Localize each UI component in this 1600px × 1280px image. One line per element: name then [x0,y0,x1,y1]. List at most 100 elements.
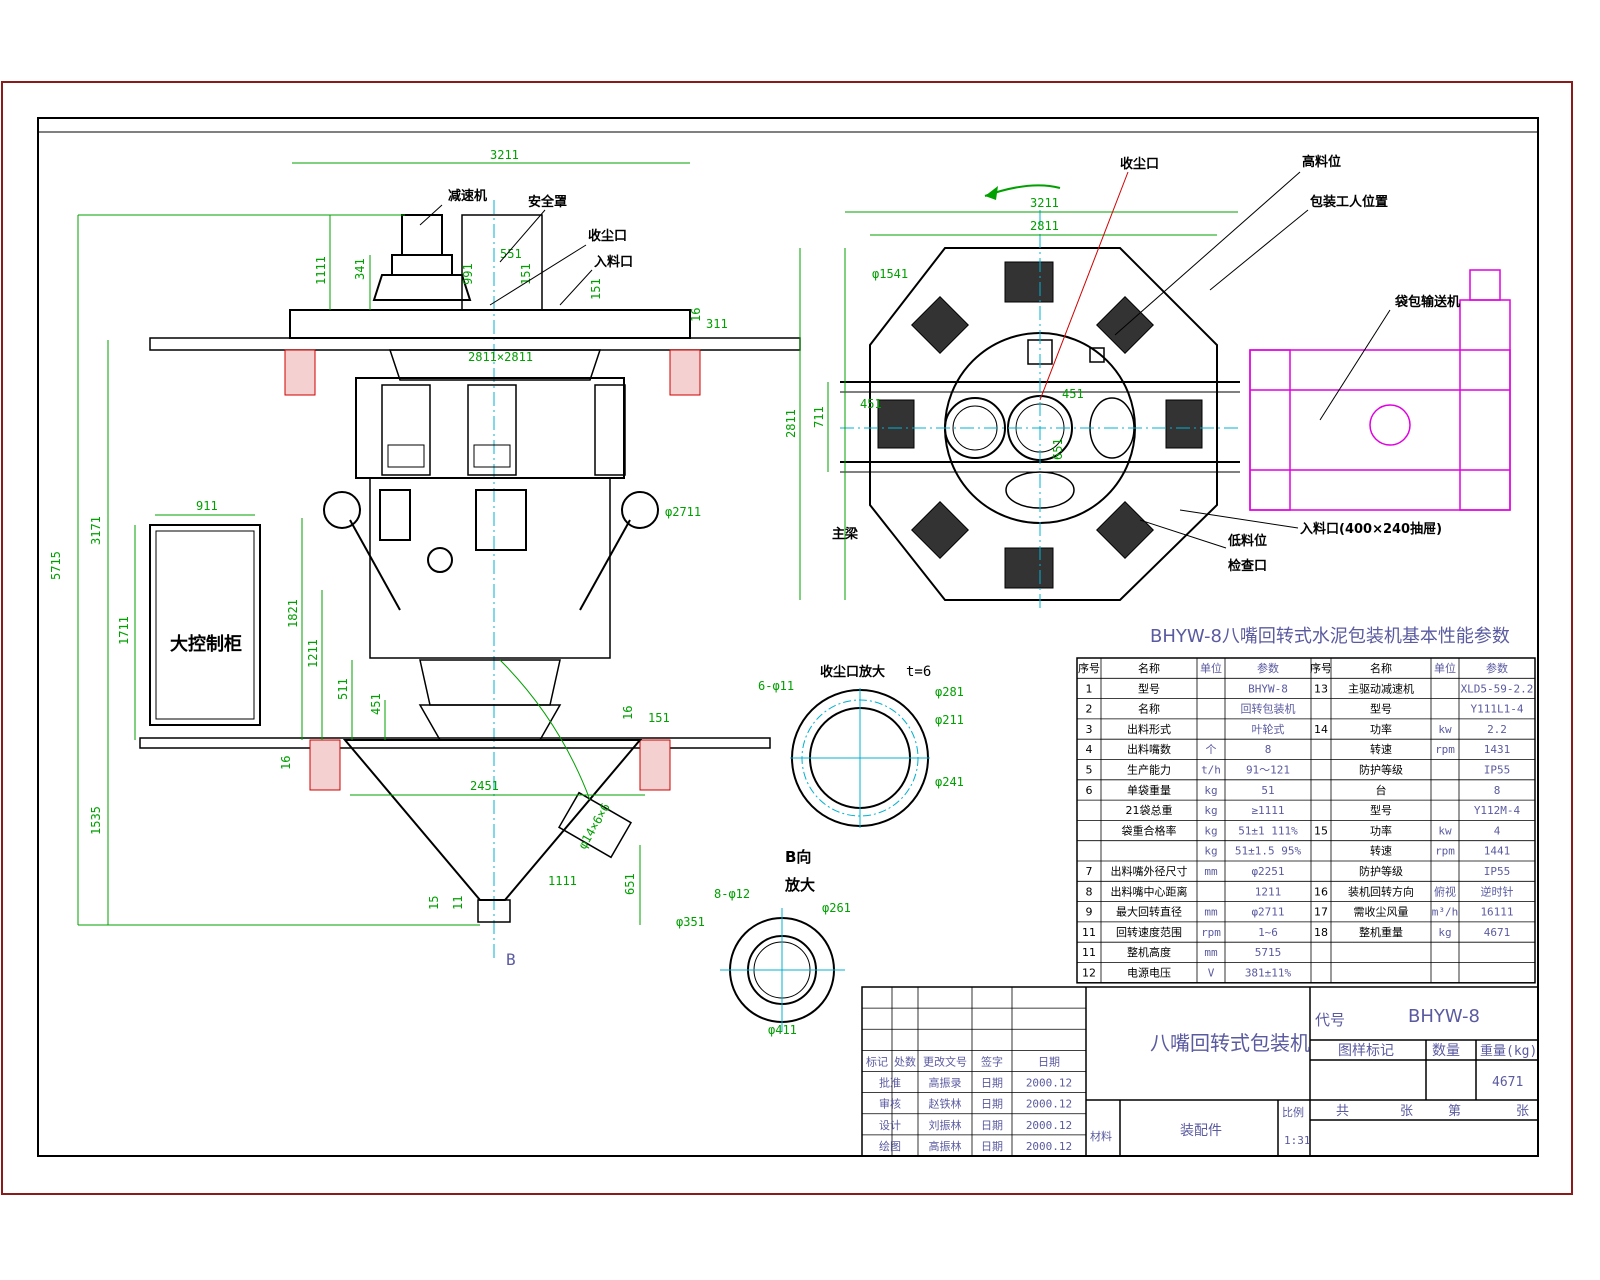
dust-detail-d2: φ211 [935,713,964,727]
spec-cell: φ2711 [1251,906,1284,919]
spec-cell: 16 [1314,885,1328,898]
dim-hopper-h2: 651 [623,873,637,895]
spec-cell: kg [1438,926,1451,939]
tb-right-head-0: 图样标记 [1338,1043,1394,1059]
spec-cell: 51 [1261,784,1274,797]
label-control-cabinet: 大控制柜 [170,633,242,655]
spec-cell: 叶轮式 [1252,722,1285,736]
spec-cell: kg [1204,784,1217,797]
top-dim-d1: φ1541 [872,267,908,281]
spec-cell: 4671 [1484,926,1511,939]
spec-cell: 名称 [1138,702,1160,716]
dim-h12: 451 [369,693,383,715]
tb-row-cell: 2000.12 [1026,1140,1072,1153]
top-label-low-level: 低料位 [1227,533,1267,549]
dim-h2: 341 [353,258,367,280]
tb-col-head: 日期 [1038,1055,1060,1068]
spec-cell: ≥1111 [1251,804,1284,817]
dim-h4: 551 [500,247,522,261]
spec-cell: t/h [1201,764,1221,777]
spec-cell: 15 [1314,824,1328,837]
spec-cell: 51±1 111% [1238,824,1298,837]
spec-cell: kw [1438,723,1452,736]
spec-cell: 逆时针 [1481,884,1514,898]
tb-row-cell: 批准 [879,1076,901,1090]
top-dim-texts: 3211 2811 φ1541 2811 711 451 451 651 [784,196,1084,460]
tb-col-head: 标记 [866,1054,888,1068]
dust-detail-holes: 6-φ11 [758,679,794,693]
label-safety-cover: 安全罩 [528,194,567,210]
spec-cell: rpm [1435,845,1455,858]
spec-cell: rpm [1435,743,1455,756]
spec-cell: 17 [1314,906,1328,919]
dim-upper-height: 3171 [89,516,103,545]
detail-b-view: B向 放大 8-φ12 φ261 φ351 φ411 [676,848,851,1037]
tb-product-name: 八嘴回转式包装机 [1150,1031,1310,1055]
spec-cell: kg [1204,845,1217,858]
spec-cell: 8 [1494,784,1501,797]
dim-hopper-width: 2451 [470,779,499,793]
spec-cell: kw [1438,824,1452,837]
b-detail-title1: B向 [785,848,811,866]
spec-header-cell: 序号 [1310,661,1332,675]
dim-h8: 16 [689,308,703,322]
spec-cell: 5 [1086,764,1093,777]
b-detail-holes: 8-φ12 [714,887,750,901]
label-b-mark: B [506,950,516,969]
spec-header-cell: 参数 [1257,661,1279,675]
spec-cell: 21袋总重 [1126,803,1173,817]
spec-cell: BHYW-8 [1248,682,1288,695]
label-inlet: 入料口 [594,254,633,270]
top-dim-h1: 2811 [784,409,798,438]
dim-h11: 511 [336,678,350,700]
spec-cell: IP55 [1484,764,1511,777]
tb-row-cell: 2000.12 [1026,1098,1072,1111]
spec-cell: mm [1204,865,1218,878]
spec-cell: 型号 [1370,803,1392,817]
spec-cell: kg [1204,804,1217,817]
spec-cell: 51±1.5 95% [1235,845,1302,858]
spec-header-cell: 序号 [1078,661,1100,675]
spec-cell: Y112M-4 [1474,804,1521,817]
spec-cell: 11 [1082,926,1096,939]
spec-header-cell: 参数 [1486,661,1508,675]
spec-cell: 出料嘴外径尺寸 [1111,864,1188,878]
spec-cell: mm [1204,946,1218,959]
spec-cell: 整机高度 [1127,945,1171,959]
dust-detail-d1: φ281 [935,685,964,699]
spec-cell: 袋重合格率 [1122,823,1177,837]
front-view [139,200,801,960]
dust-detail-d3: φ241 [935,775,964,789]
spec-cell: 生产能力 [1127,763,1171,777]
spec-title: BHYW-8八嘴回转式水泥包装机基本性能参数 [1150,626,1510,647]
tb-row-cell: 2000.12 [1026,1119,1072,1132]
spec-cell: 台 [1376,783,1387,797]
dust-detail-t: t=6 [906,664,931,680]
spec-cell: 5715 [1255,946,1282,959]
spec-cell: 14 [1314,723,1328,736]
spec-header-cell: 名称 [1370,661,1392,675]
tb-sheet-1: 张 [1400,1104,1413,1119]
tb-row-cell: 高振录 [929,1076,962,1090]
tb-scale-label: 比例 [1282,1105,1304,1119]
spec-cell: 型号 [1370,702,1392,716]
dim-h10: 1211 [306,639,320,668]
top-dim-w2: 2811 [1030,219,1059,233]
spec-cell: 出料形式 [1127,722,1171,736]
tb-row-cell: 日期 [981,1119,1003,1132]
dim-right16: 16 [621,706,635,720]
spec-cell: rpm [1201,926,1221,939]
tb-right-head-2: 重量(kg) [1480,1043,1537,1059]
spec-cell: 4 [1494,824,1501,837]
dim-right151: 151 [648,711,670,725]
tb-row-cell: 高振林 [929,1139,962,1153]
spec-cell: 最大回转直径 [1116,905,1182,919]
dim-top-width: 3211 [490,148,519,162]
dim-lower-height: 1535 [89,806,103,835]
spec-cell: 1 [1086,682,1093,695]
front-dim-texts: 3211 5715 3171 1535 1111 341 991 551 151… [49,148,728,910]
spec-cell: 型号 [1138,681,1160,695]
top-label-conveyor: 袋包输送机 [1394,294,1460,310]
spec-cell: 单袋重量 [1127,783,1171,797]
